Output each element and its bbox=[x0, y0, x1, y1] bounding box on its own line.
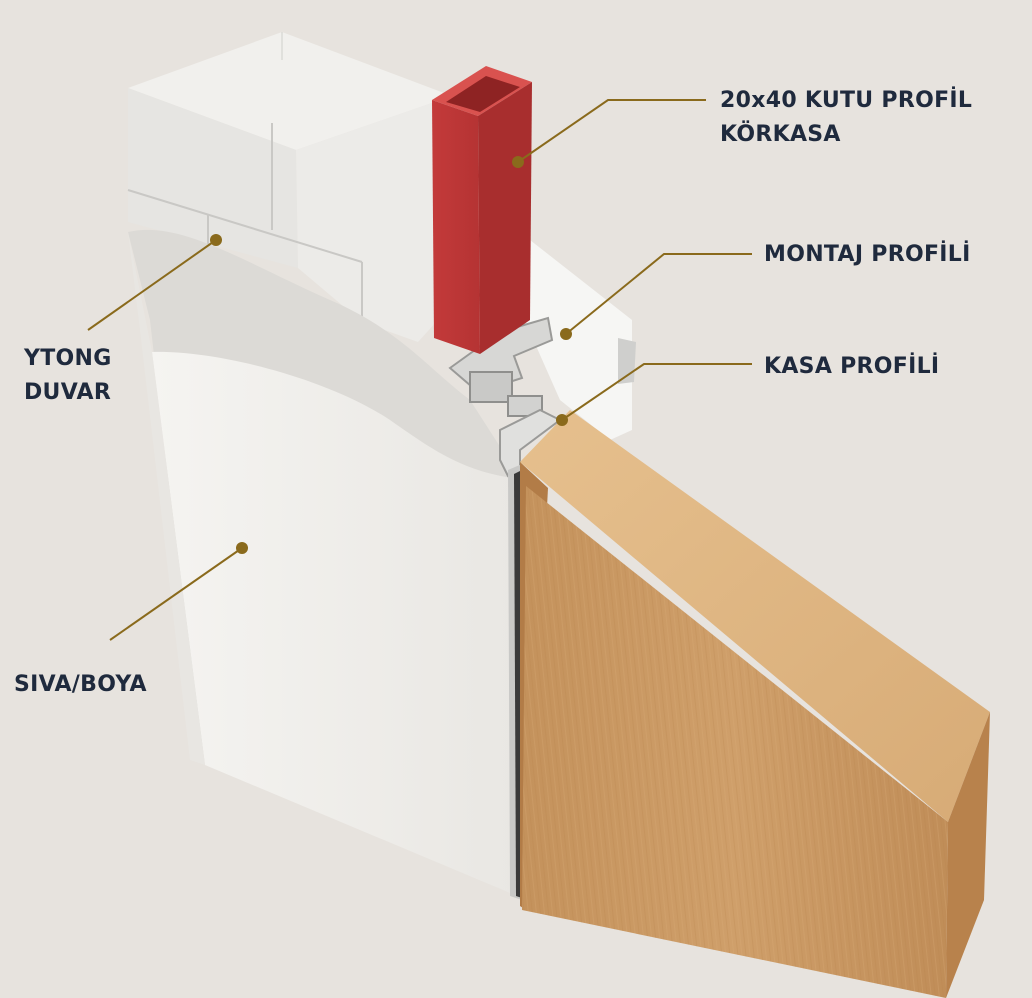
label-kutu-profil: 20x40 KUTU PROFİL KÖRKASA bbox=[720, 84, 972, 152]
kasa-profile-section bbox=[499, 408, 562, 478]
label-ytong-duvar: YTONG DUVAR bbox=[24, 342, 112, 410]
label-montaj-profili: MONTAJ PROFİLİ bbox=[764, 238, 971, 272]
leader-line-kutu-profil bbox=[517, 99, 706, 163]
montaj-profile-chamber bbox=[507, 395, 543, 417]
montaj-profile-chamber bbox=[469, 371, 513, 403]
label-siva-boya: SIVA/BOYA bbox=[14, 668, 147, 702]
plaster-layer bbox=[128, 229, 515, 895]
label-montaj-profili-text: MONTAJ PROFİLİ bbox=[764, 242, 971, 267]
leader-dot-siva-boya bbox=[236, 542, 248, 554]
kasa-profile bbox=[499, 408, 562, 900]
ytong-block-front-face bbox=[296, 96, 456, 342]
leader-dot-kasa-profili bbox=[556, 414, 568, 426]
montaj-profile bbox=[448, 240, 636, 440]
label-ytong-duvar-line1: YTONG bbox=[24, 346, 112, 371]
ytong-block-joint bbox=[127, 189, 363, 263]
box-profile-hollow bbox=[446, 76, 520, 112]
label-kasa-profili: KASA PROFİLİ bbox=[764, 350, 939, 384]
leader-dot-montaj-profili bbox=[560, 328, 572, 340]
wood-frame-right-face bbox=[946, 712, 990, 998]
box-profile-front-face bbox=[432, 100, 480, 354]
kutu-profil-box bbox=[432, 66, 532, 354]
label-kasa-profili-text: KASA PROFİLİ bbox=[764, 354, 940, 379]
label-kutu-profil-line2: KÖRKASA bbox=[720, 122, 841, 147]
leader-line-siva-boya bbox=[109, 547, 243, 641]
wood-frame-top-face bbox=[520, 410, 990, 822]
leader-line-montaj-profili bbox=[565, 253, 752, 335]
leader-dot-kutu-profil bbox=[512, 156, 524, 168]
label-kutu-profil-line1: 20x40 KUTU PROFİL bbox=[720, 88, 973, 113]
plaster-edge bbox=[128, 232, 205, 765]
plaster-front-face bbox=[152, 351, 515, 895]
label-siva-boya-text: SIVA/BOYA bbox=[14, 672, 147, 697]
ytong-block-left-face bbox=[128, 88, 298, 268]
wood-grain-texture bbox=[522, 486, 948, 998]
leader-dot-ytong-duvar bbox=[210, 234, 222, 246]
ytong-block-top-face bbox=[128, 32, 452, 150]
label-ytong-duvar-line2: DUVAR bbox=[24, 380, 112, 405]
leader-line-kasa-profili bbox=[561, 363, 752, 421]
montaj-bracket bbox=[618, 338, 636, 384]
box-profile-side-face bbox=[478, 82, 532, 354]
montaj-reveal-face bbox=[498, 240, 632, 440]
leader-line-ytong-duvar bbox=[87, 239, 217, 331]
leader-lines bbox=[87, 99, 752, 641]
ytong-wall-block bbox=[127, 32, 456, 342]
wood-door-frame bbox=[520, 410, 990, 998]
